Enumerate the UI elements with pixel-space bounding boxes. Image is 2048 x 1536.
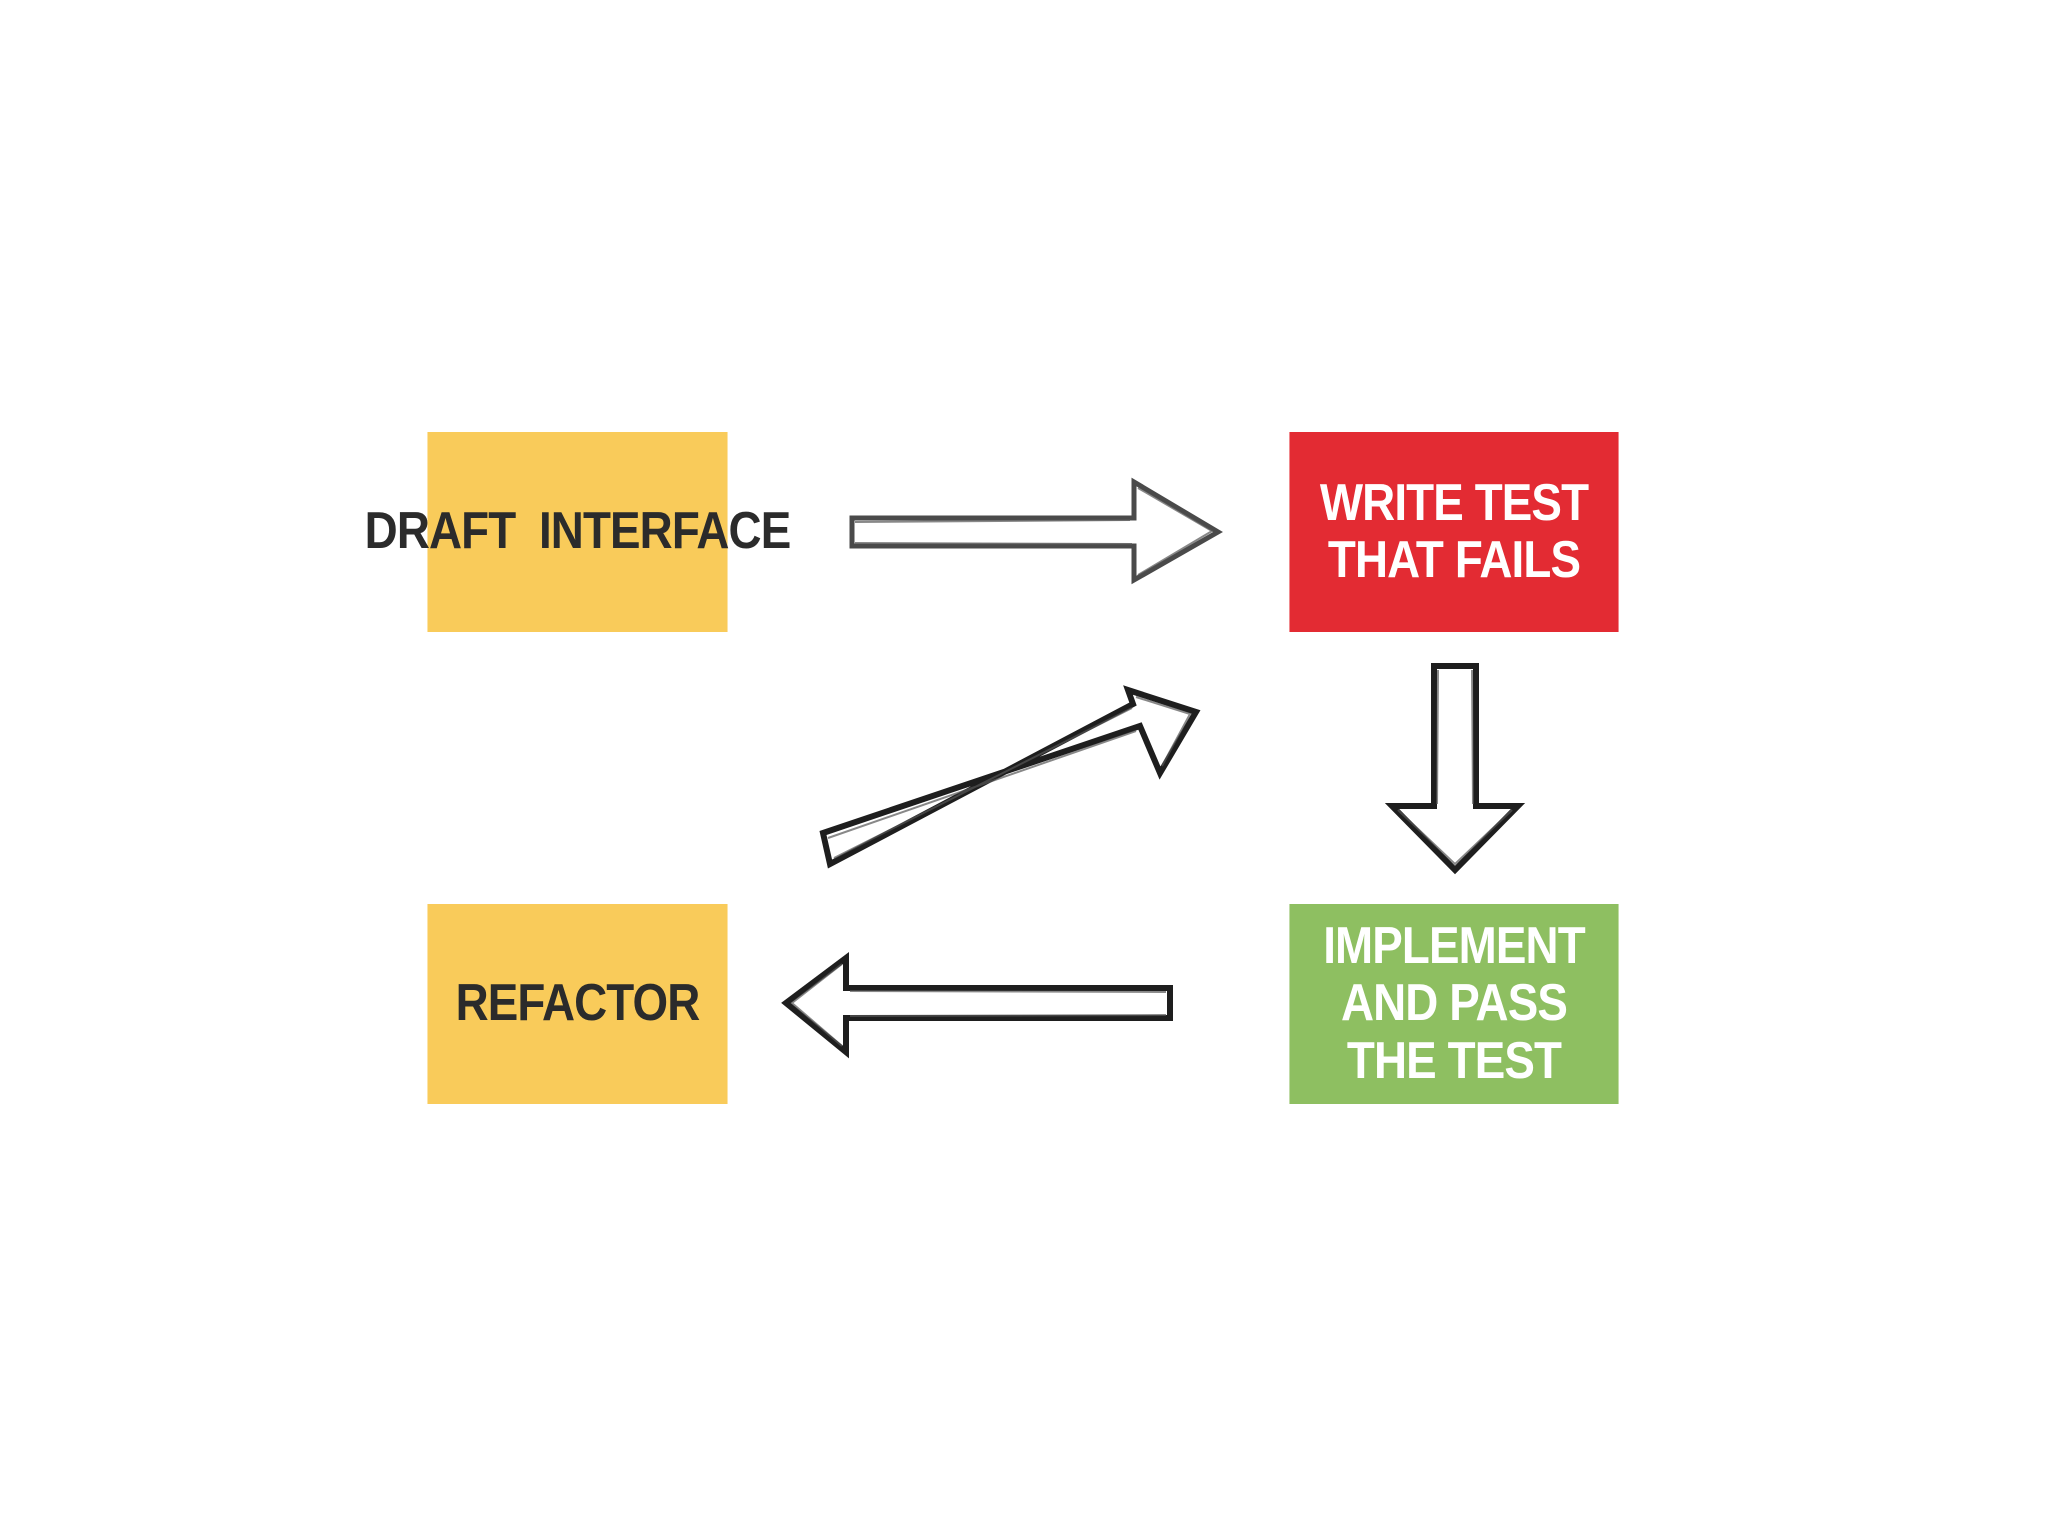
implement-box: IMPLEMENT AND PASS THE TEST [1289,904,1619,1104]
write-test-box: WRITE TEST THAT FAILS [1289,432,1619,632]
draft-interface-box: DRAFT INTERFACE [365,432,791,632]
draft-interface-label: DRAFT INTERFACE [364,502,792,561]
arrow-diagonal-icon [819,685,1201,869]
refactor-box: REFACTOR [427,904,728,1104]
implement-label: IMPLEMENT AND PASS THE TEST [1323,917,1585,1090]
arrow-left-icon [781,952,1173,1059]
write-test-label: WRITE TEST THAT FAILS [1319,473,1589,589]
arrow-down-icon [1384,663,1526,875]
refactor-label: REFACTOR [455,974,701,1033]
arrow-right-icon [849,477,1223,585]
